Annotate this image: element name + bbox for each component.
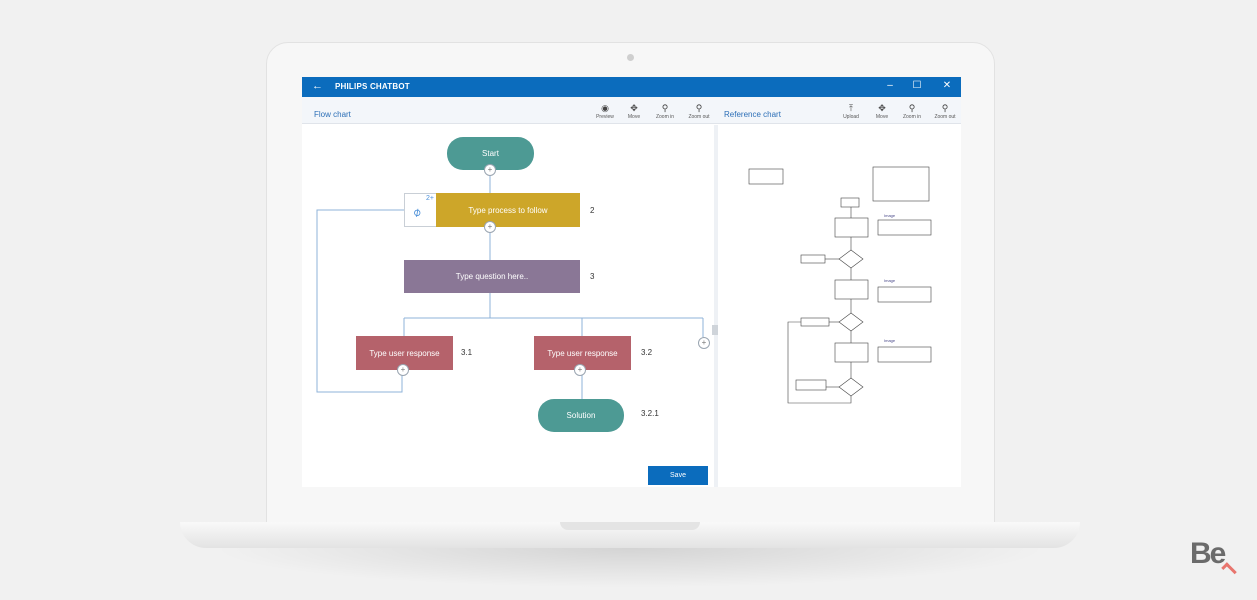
ref-zoom-out-label: Zoom out (934, 114, 956, 120)
svg-text:Image: Image (884, 278, 896, 283)
camera-icon (627, 54, 634, 61)
laptop-shadow (210, 548, 1050, 588)
step-number: 2 (590, 206, 595, 215)
step-number: 3 (590, 272, 595, 281)
add-node-button[interactable]: + (397, 364, 409, 376)
toolbar: Flow chart ◉ Preview ✥ Move ⚲ Zoom in ⚲ … (302, 97, 961, 124)
zoom-in-icon: ⚲ (661, 103, 669, 113)
zoom-out-button[interactable]: ⚲ Zoom out (686, 103, 712, 120)
reference-sketch: Image Image Image (748, 166, 932, 404)
ref-zoom-in-button[interactable]: ⚲ Zoom in (899, 103, 925, 120)
eye-icon: ◉ (601, 103, 609, 113)
maximize-icon[interactable]: ☐ (912, 80, 922, 91)
add-node-button[interactable]: + (574, 364, 586, 376)
process-node[interactable]: Type process to follow (436, 193, 580, 227)
solution-node[interactable]: Solution (538, 399, 624, 432)
move-icon: ✥ (878, 103, 886, 113)
paperclip-icon: ⌀ (409, 204, 424, 220)
add-branch-button[interactable]: + (698, 337, 710, 349)
ref-zoom-out-button[interactable]: ⚲ Zoom out (932, 103, 958, 120)
panel-divider[interactable] (714, 125, 718, 487)
app-window: ← PHILIPS CHATBOT – ☐ ✕ Flow chart ◉ Pre… (302, 77, 961, 487)
upload-label: Upload (843, 114, 859, 120)
zoom-out-icon: ⚲ (941, 103, 949, 113)
laptop-notch (560, 522, 700, 530)
zoom-out-icon: ⚲ (695, 103, 703, 113)
step-number: 3.2 (641, 348, 653, 357)
upload-icon: ⤒ (849, 103, 853, 113)
svg-text:Image: Image (884, 338, 896, 343)
preview-label: Preview (596, 114, 614, 120)
upload-button[interactable]: ⤒ Upload (838, 103, 864, 120)
move-button[interactable]: ✥ Move (621, 103, 647, 120)
divider-handle[interactable] (712, 325, 718, 335)
behance-logo: Be (1190, 537, 1226, 570)
save-button[interactable]: Save (648, 466, 708, 485)
attachment-count: 2+ (426, 195, 434, 202)
minimize-icon[interactable]: – (887, 80, 893, 91)
flow-chart-title: Flow chart (314, 110, 351, 119)
zoom-in-icon: ⚲ (908, 103, 916, 113)
ref-zoom-in-label: Zoom in (902, 114, 922, 120)
svg-text:Image: Image (884, 213, 896, 218)
back-arrow-icon[interactable]: ← (312, 80, 323, 92)
zoom-out-label: Zoom out (688, 114, 710, 120)
title-bar: ← PHILIPS CHATBOT – ☐ ✕ (302, 77, 961, 97)
move-icon: ✥ (630, 103, 638, 113)
reference-chart-title: Reference chart (724, 110, 781, 119)
preview-button[interactable]: ◉ Preview (592, 103, 618, 120)
add-node-button[interactable]: + (484, 221, 496, 233)
step-number: 3.2.1 (641, 409, 659, 418)
ref-move-label: Move (875, 114, 889, 120)
app-title: PHILIPS CHATBOT (335, 82, 410, 91)
ref-move-button[interactable]: ✥ Move (869, 103, 895, 120)
step-number: 3.1 (461, 348, 473, 357)
flow-connectors (316, 170, 704, 399)
behance-mark-icon (1221, 562, 1237, 578)
add-node-button[interactable]: + (484, 164, 496, 176)
move-label: Move (627, 114, 641, 120)
attachment-button[interactable]: ⌀ 2+ (404, 193, 437, 227)
zoom-in-button[interactable]: ⚲ Zoom in (652, 103, 678, 120)
question-node[interactable]: Type question here.. (404, 260, 580, 293)
close-icon[interactable]: ✕ (942, 80, 952, 91)
zoom-in-label: Zoom in (655, 114, 675, 120)
